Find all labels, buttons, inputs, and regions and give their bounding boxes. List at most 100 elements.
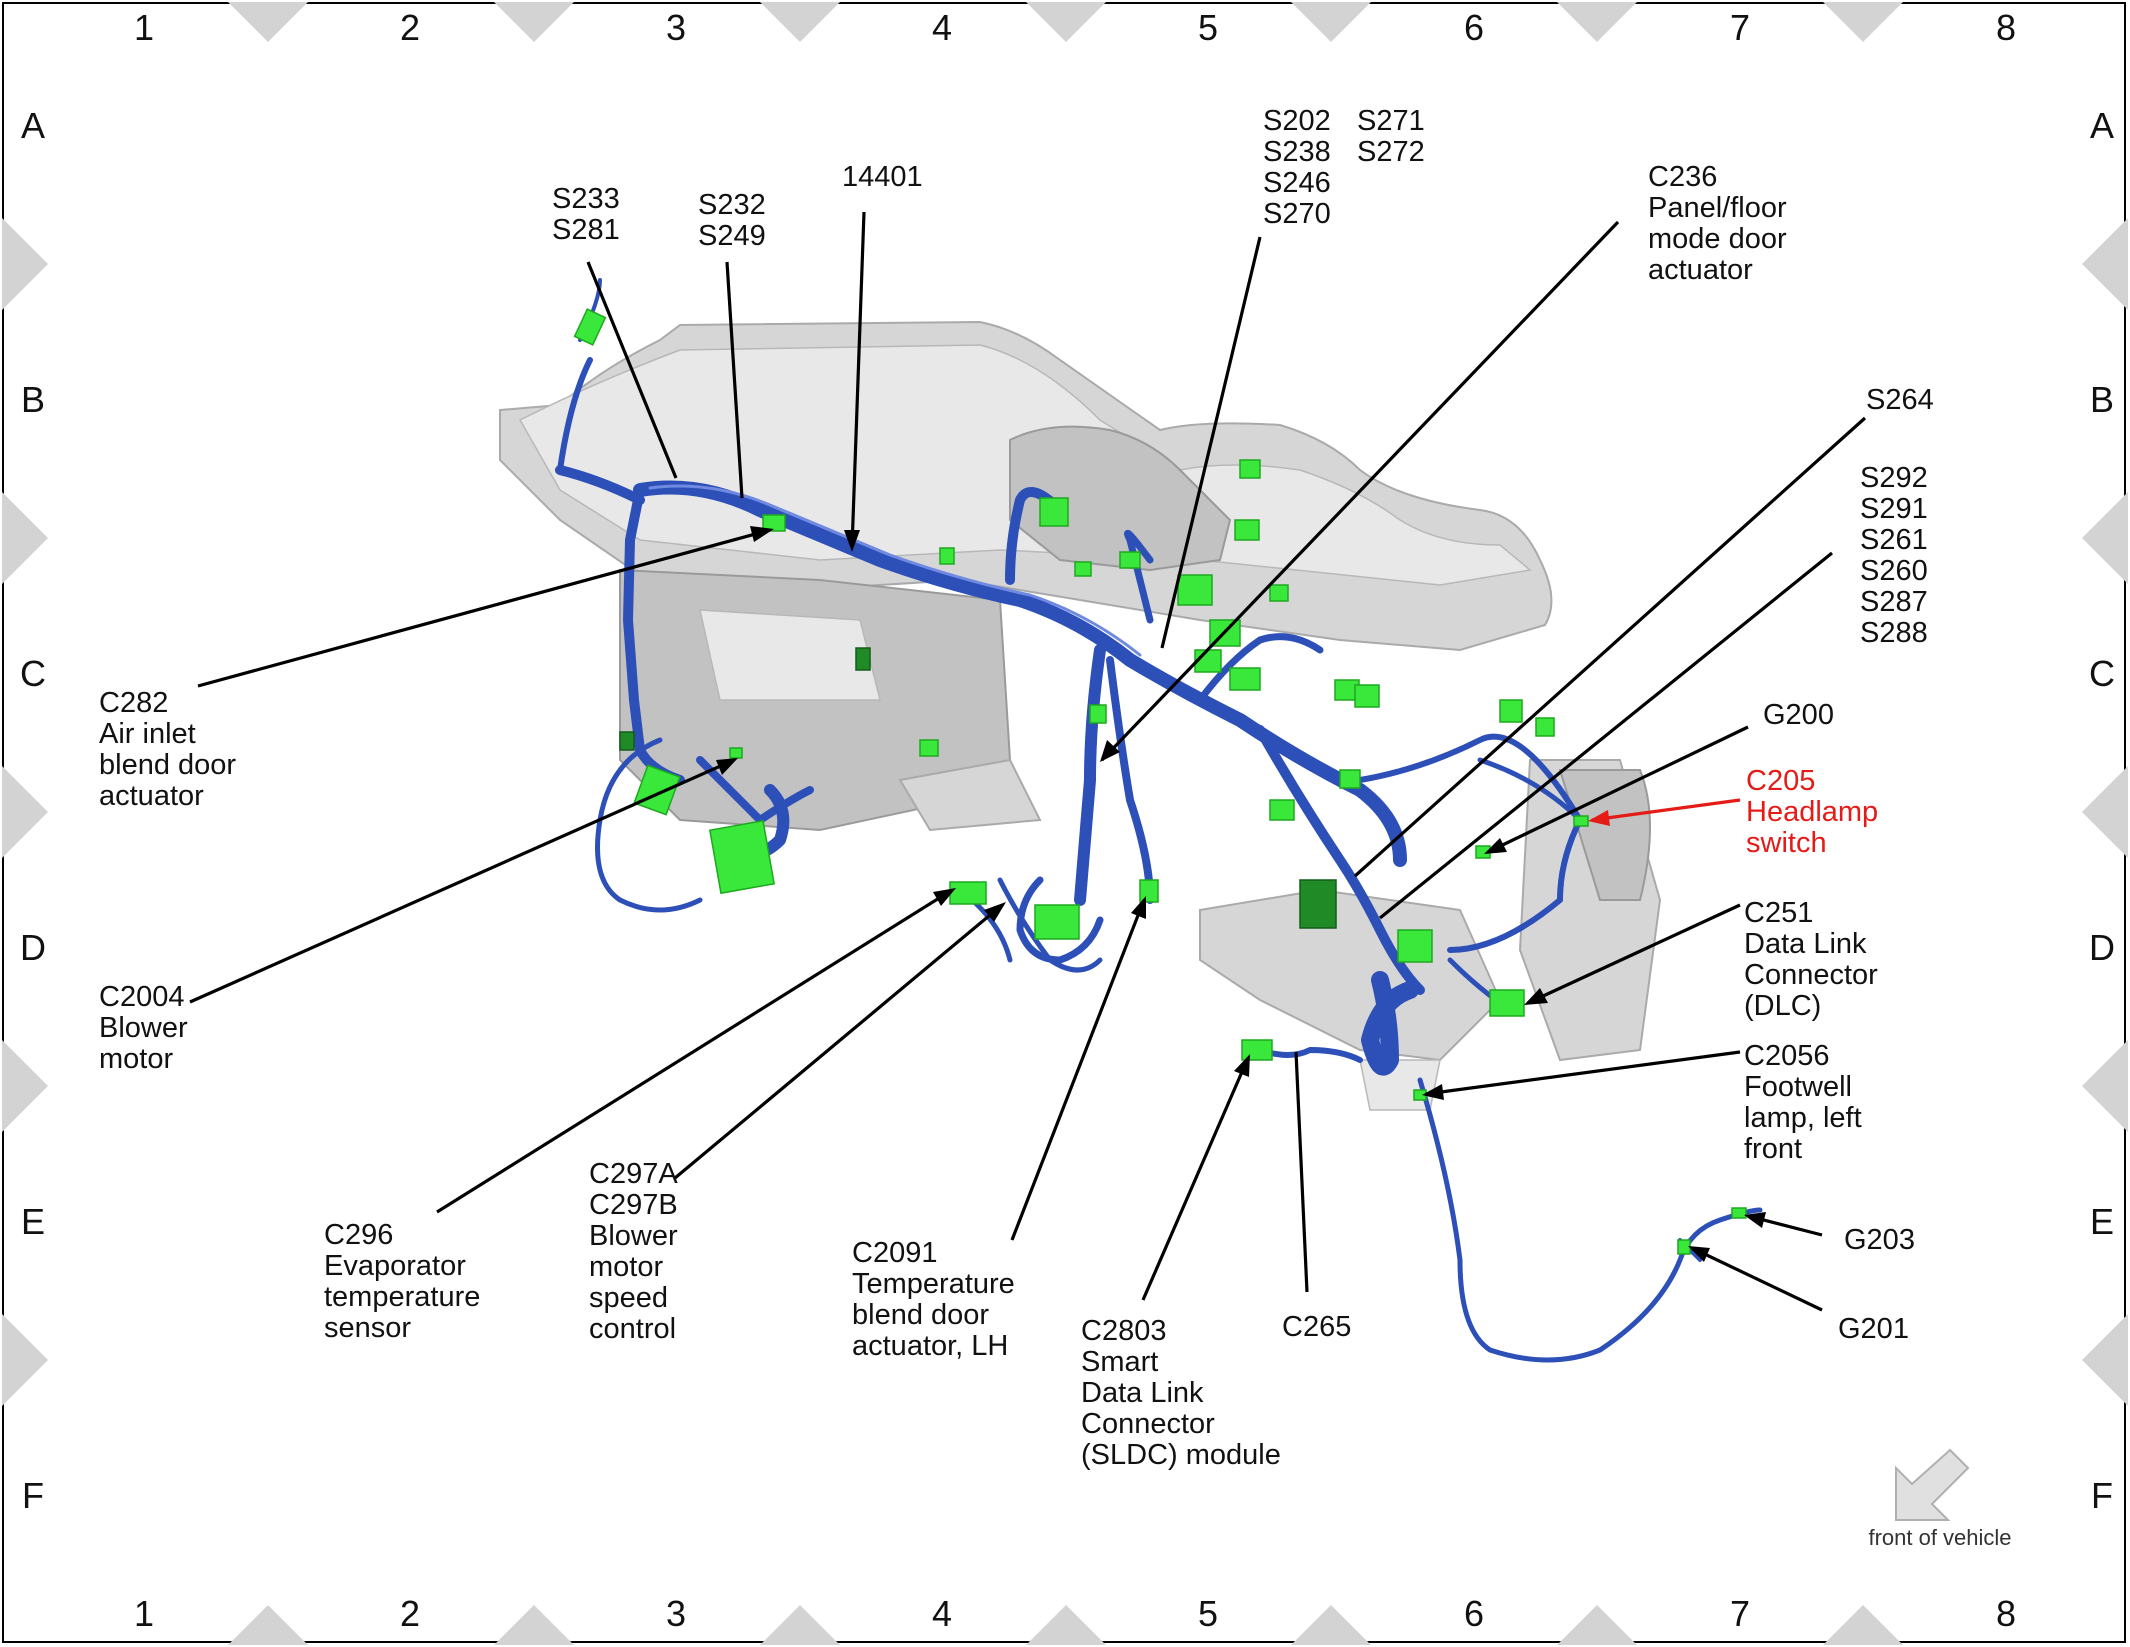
leader-c205 xyxy=(1591,798,1741,822)
grid-col-8-bottom: 8 xyxy=(1996,1593,2016,1634)
connector-center-cluster-5 xyxy=(1234,519,1260,541)
connector-c282 xyxy=(762,514,786,532)
leader-c2004 xyxy=(189,758,735,1004)
connector-g201 xyxy=(1677,1239,1691,1255)
leader-c251 xyxy=(1527,903,1741,1005)
harness-blower-lead xyxy=(696,756,814,824)
grid-col-4-bottom: 4 xyxy=(932,1593,952,1634)
connector-center-cluster-6 xyxy=(1269,584,1289,602)
grid-row-e-left: E xyxy=(21,1201,45,1242)
front-of-vehicle-label: front of vehicle xyxy=(1868,1525,2011,1550)
grid-row-labels-right: A B C D E F xyxy=(2089,105,2115,1516)
leader-g200 xyxy=(1487,725,1749,854)
harness-left-branch xyxy=(555,465,645,505)
connector-c297 xyxy=(1034,904,1080,940)
leader-s233 xyxy=(586,261,678,479)
connector-c296 xyxy=(949,881,987,905)
harness-center-drop-2 xyxy=(1106,656,1154,904)
grid-row-b-right: B xyxy=(2090,379,2114,420)
callout-s264: S264 xyxy=(1866,384,1934,416)
grid-col-2-top: 2 xyxy=(400,7,420,48)
arrowhead-g200 xyxy=(1484,838,1507,854)
arrowhead-g201 xyxy=(1688,1246,1710,1262)
grid-col-3-top: 3 xyxy=(666,7,686,48)
connector-center-cluster-4 xyxy=(1229,667,1261,691)
grid-col-6-bottom: 6 xyxy=(1464,1593,1484,1634)
callout-14401: 14401 xyxy=(842,161,923,193)
connector-c205 xyxy=(1573,815,1589,827)
leader-c297 xyxy=(673,903,1004,1180)
harness-left-lead-up xyxy=(557,357,593,473)
arrowhead-c282 xyxy=(750,526,774,542)
harness-upper-branch-2 xyxy=(1124,529,1154,624)
instrument-panel-body xyxy=(499,320,1662,1111)
arrowhead-c205 xyxy=(1588,810,1610,826)
arrowhead-c236 xyxy=(1100,740,1120,762)
callout-g201: G201 xyxy=(1838,1313,1909,1345)
connector-c2091 xyxy=(1139,879,1159,903)
arrowhead-g203 xyxy=(1744,1212,1766,1228)
grid-col-4-top: 4 xyxy=(932,7,952,48)
grid-row-a-right: A xyxy=(2090,105,2114,146)
harness-upper-branch xyxy=(1005,487,1065,585)
grid-row-b-left: B xyxy=(21,379,45,420)
connector-upper-4 xyxy=(1239,459,1261,479)
grid-col-8-top: 8 xyxy=(1996,7,2016,48)
callout-c2056: C2056 Footwell lamp, left front xyxy=(1744,1040,1870,1165)
harness-sldc-lead xyxy=(1257,1047,1363,1063)
connector-c2004 xyxy=(729,747,743,759)
leader-c2056 xyxy=(1425,1050,1741,1096)
grid-row-c-right: C xyxy=(2089,653,2115,694)
harness-lower-curl xyxy=(1016,876,1104,964)
callout-c265: C265 xyxy=(1282,1311,1351,1343)
connector-top-left xyxy=(573,308,607,346)
connector-mid-right xyxy=(1397,929,1433,963)
grid-col-5-bottom: 5 xyxy=(1198,1593,1218,1634)
grid-row-labels-left: A B C D E F xyxy=(20,105,46,1516)
connector-right-1 xyxy=(1499,699,1523,723)
callout-c297: C297A C297B Blower motor speed control xyxy=(589,1158,686,1345)
callout-s202: S202 S238 S246 S270 xyxy=(1263,105,1339,230)
grid-row-f-right: F xyxy=(2091,1475,2113,1516)
connector-blower xyxy=(708,819,776,895)
connector-upper-3 xyxy=(1119,551,1141,569)
grid-col-1-bottom: 1 xyxy=(134,1593,154,1634)
callout-c205-headlamp-switch: C205 Headlamp switch xyxy=(1746,765,1886,859)
grid-col-7-bottom: 7 xyxy=(1730,1593,1750,1634)
grid-row-e-right: E xyxy=(2090,1201,2114,1242)
callout-c296: C296 Evaporator temperature sensor xyxy=(324,1219,488,1344)
arrow-down-left-icon xyxy=(1895,1448,1970,1521)
arrowhead-c296 xyxy=(933,888,956,906)
arrowhead-c2004 xyxy=(716,758,738,775)
grid-col-3-bottom: 3 xyxy=(666,1593,686,1634)
leader-s202 xyxy=(1160,236,1262,649)
connector-center-cluster-1 xyxy=(1177,574,1213,606)
callout-s233: S233 S281 xyxy=(552,183,628,246)
arrowhead-14401 xyxy=(844,530,860,552)
leader-lines xyxy=(189,211,1867,1312)
connector-center-cluster-8 xyxy=(1339,769,1361,789)
duct-lower xyxy=(898,758,1042,832)
grid-row-a-left: A xyxy=(21,105,45,146)
harness-footwell-loop xyxy=(1361,971,1419,1076)
leader-c282 xyxy=(197,528,771,688)
connector-upper-2 xyxy=(1074,561,1092,577)
connector-module-dark xyxy=(1299,879,1337,929)
callout-g200: G200 xyxy=(1763,699,1834,731)
arrowhead-c297 xyxy=(984,902,1006,922)
grid-col-1-top: 1 xyxy=(134,7,154,48)
grid-column-labels-top: 1 2 3 4 5 6 7 8 xyxy=(134,7,2016,48)
grid-col-6-top: 6 xyxy=(1464,7,1484,48)
leader-g201 xyxy=(1691,1246,1823,1312)
harness-center-drop xyxy=(1074,644,1106,906)
knee-bolster-frame xyxy=(1199,888,1502,1062)
callout-s271: S271 S272 xyxy=(1357,105,1433,168)
harness-highlight xyxy=(648,484,1142,657)
grid-row-d-right: D xyxy=(2089,927,2115,968)
leader-c265 xyxy=(1294,1051,1309,1293)
connector-sldc xyxy=(1241,1039,1273,1061)
harness-console-lead xyxy=(1196,633,1324,704)
connector-upper-1 xyxy=(1039,497,1069,527)
callout-s232: S232 S249 xyxy=(698,189,774,252)
connectors xyxy=(573,308,1747,1255)
